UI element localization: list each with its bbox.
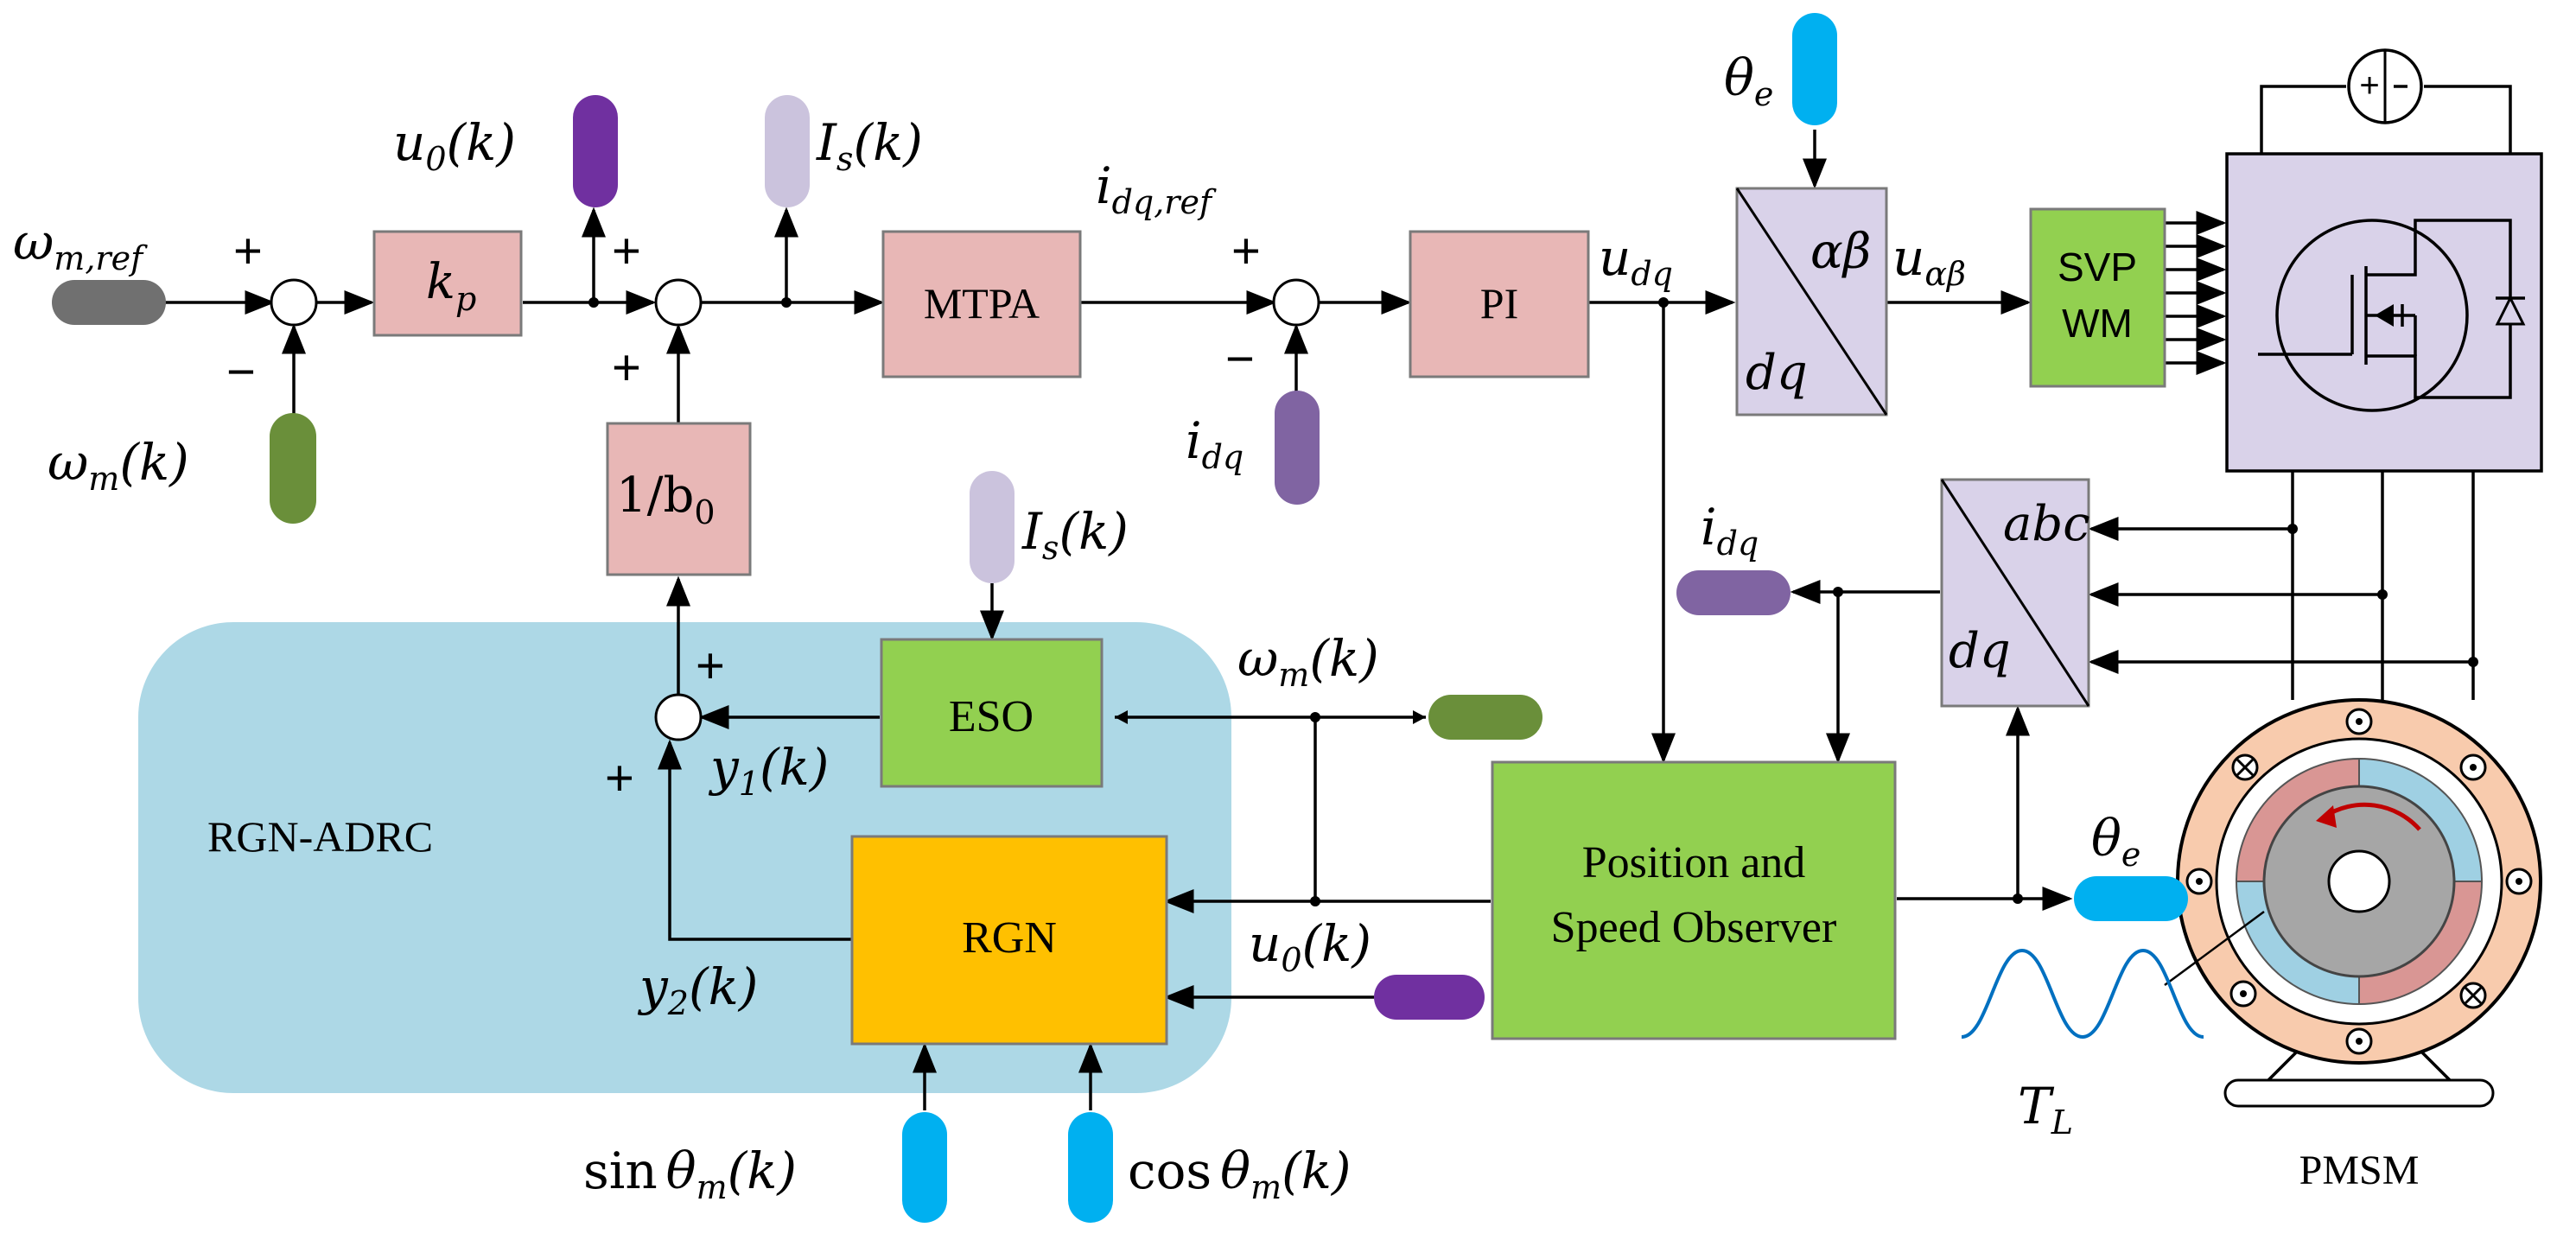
idq-ref-label: idq,ref bbox=[1096, 156, 1217, 221]
svg-text:SVP: SVP bbox=[2058, 245, 2137, 289]
coil-dot-icon bbox=[2185, 708, 2533, 1055]
sum-node-current-ref bbox=[654, 278, 703, 327]
omega-m-label: ωm(k) bbox=[48, 433, 189, 498]
omega-ref-input-pill bbox=[52, 280, 166, 325]
load-torque-wave bbox=[1961, 948, 2204, 1040]
u0-top-label: u0(k) bbox=[393, 113, 516, 178]
u0-output-pill bbox=[573, 95, 618, 207]
omega-ref-label: ωm,ref bbox=[13, 213, 148, 277]
idq-mid-label: idq bbox=[1701, 498, 1759, 563]
u0-rgn-label: u0(k) bbox=[1249, 914, 1371, 979]
theta-e-top-pill bbox=[1792, 13, 1837, 125]
diode-icon bbox=[2495, 281, 2526, 341]
pwm-signal-lines bbox=[2165, 211, 2227, 375]
svg-text:Position and: Position and bbox=[1582, 838, 1806, 887]
pmsm-label: PMSM bbox=[2299, 1148, 2420, 1193]
sum2-plus-top-sign: + bbox=[612, 223, 641, 279]
position-speed-observer-block: Position and Speed Observer bbox=[1491, 760, 1897, 1040]
svg-text:Speed Observer: Speed Observer bbox=[1551, 903, 1837, 952]
svg-text:+: + bbox=[2359, 67, 2379, 105]
is-eso-pill bbox=[970, 471, 1014, 583]
sum3-minus-sign: − bbox=[1225, 331, 1255, 387]
sum1-minus-sign: − bbox=[226, 344, 256, 400]
idq-feedback-pill bbox=[1275, 391, 1320, 505]
pmsm-motor bbox=[2164, 698, 2542, 1108]
rotation-arrow-icon bbox=[2316, 802, 2421, 831]
omega-m-eso-label: ωm(k) bbox=[1237, 629, 1379, 694]
svg-text:1/b0: 1/b0 bbox=[616, 467, 716, 531]
u-alphabeta-label: uαβ bbox=[1892, 228, 1966, 293]
sum4-plus-left-sign: + bbox=[605, 750, 634, 806]
sum-node-disturbance bbox=[654, 693, 703, 741]
abc-to-dq-transform: abc dq bbox=[1940, 478, 2090, 708]
cos-theta-input-pill bbox=[1068, 1112, 1113, 1223]
kp-block: kp bbox=[372, 230, 523, 337]
load-torque-label: TL bbox=[2018, 1077, 2073, 1141]
coil-cross-icon bbox=[2231, 754, 2487, 1009]
svg-text:dq: dq bbox=[1949, 623, 2011, 679]
inverter-bridge: + bbox=[2225, 48, 2543, 473]
rgn-block: RGN bbox=[850, 835, 1168, 1046]
inverse-b0-block: 1/b0 bbox=[606, 422, 752, 576]
dc-source-icon: + bbox=[2347, 48, 2423, 124]
is-top-label: Is(k) bbox=[816, 113, 923, 178]
omega-m-input-pill bbox=[270, 413, 316, 524]
svg-text:MTPA: MTPA bbox=[924, 279, 1040, 327]
y2-label: y2(k) bbox=[637, 957, 758, 1022]
svg-text:αβ: αβ bbox=[1810, 224, 1871, 280]
theta-e-output-pill bbox=[2074, 876, 2188, 921]
y1-label: y1(k) bbox=[708, 738, 829, 803]
sum1-plus-sign: + bbox=[233, 223, 263, 279]
svg-text:PI: PI bbox=[1480, 279, 1518, 327]
svg-text:abc: abc bbox=[2003, 496, 2090, 552]
sum3-plus-sign: + bbox=[1231, 223, 1261, 279]
theta-e-top-label: θe bbox=[1724, 48, 1773, 113]
sin-theta-input-pill bbox=[902, 1112, 947, 1223]
sum-node-current-error bbox=[1272, 278, 1320, 327]
svpwm-block: SVP WM bbox=[2029, 207, 2166, 388]
sum2-plus-bottom-sign: + bbox=[612, 340, 641, 396]
idq-mid-pill bbox=[1676, 570, 1790, 615]
svg-text:ESO: ESO bbox=[949, 692, 1034, 741]
u0-rgn-pill bbox=[1374, 975, 1485, 1020]
wire-rgn-to-sum4 bbox=[658, 739, 851, 941]
svg-text:kp: kp bbox=[426, 254, 476, 318]
udq-label: udq bbox=[1599, 228, 1673, 293]
svg-text:RGN: RGN bbox=[962, 913, 1057, 963]
svg-text:WM: WM bbox=[2062, 301, 2133, 346]
svg-text:dq: dq bbox=[1746, 345, 1808, 401]
omega-m-eso-pill bbox=[1428, 695, 1542, 740]
dq-to-alphabeta-transform: αβ dq bbox=[1735, 187, 1888, 417]
idq-pi-label: idq bbox=[1186, 411, 1243, 476]
theta-e-right-label: θe bbox=[2091, 809, 2140, 874]
eso-block: ESO bbox=[880, 638, 1104, 788]
pi-block: PI bbox=[1409, 230, 1590, 378]
is-eso-label: Is(k) bbox=[1021, 502, 1129, 567]
mtpa-block: MTPA bbox=[881, 230, 1082, 378]
sum-node-speed-error bbox=[270, 278, 318, 327]
is-output-pill bbox=[765, 95, 810, 207]
sum4-plus-top-sign: + bbox=[696, 638, 725, 694]
rgn-adrc-label: RGN-ADRC bbox=[207, 812, 433, 861]
mosfet-icon bbox=[2258, 219, 2512, 412]
